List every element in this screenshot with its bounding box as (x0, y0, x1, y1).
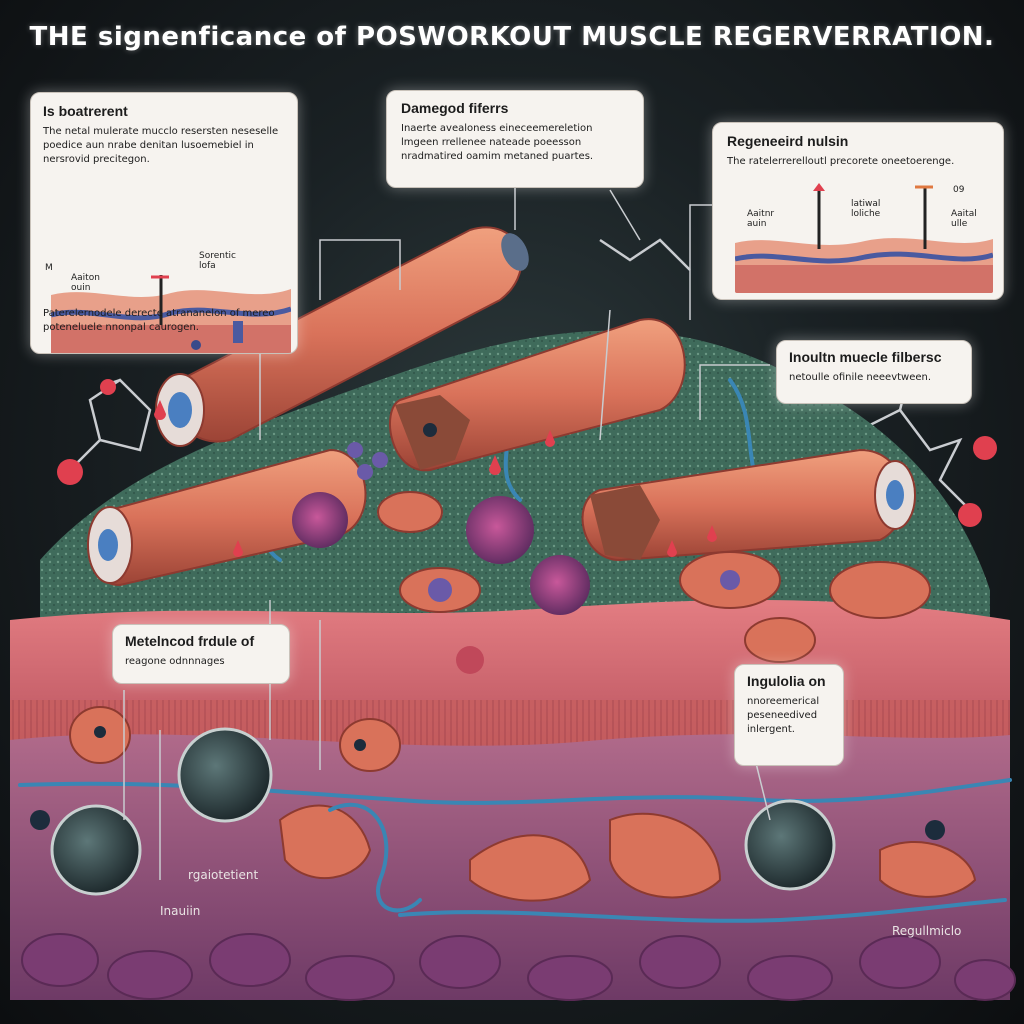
regulation-label: rgaiotetient (188, 868, 259, 882)
callout-title: Regeneeird nulsin (727, 133, 849, 149)
callout-body: reagone odnnnages (125, 656, 225, 667)
callout-footer: Paterelernodele derecte atrananelon of m… (43, 308, 275, 333)
tissue-mini-diagram (735, 229, 993, 293)
damaged-muscle-fiber (389, 318, 686, 472)
mini-label: Aaiton ouin (71, 273, 100, 293)
indicator-marks (813, 183, 933, 249)
page-title: THE signenficance of POSWORKOUT MUSCLE R… (29, 22, 995, 52)
callout-insulin-muscle-fibers: Inoultn muecle filbersc netoulle ofinile… (776, 340, 972, 404)
tissue-mini-diagram (51, 275, 291, 353)
callout-title: Damegod fiferrs (401, 100, 509, 116)
mini-label: Sorentic lofa (199, 251, 236, 271)
callout-body: The ratelerrerelloutl precorete oneetoer… (727, 156, 955, 167)
mini-label: Aaital ulle (951, 209, 977, 229)
callout-body: The netal mulerate mucclo resersten nese… (43, 126, 279, 165)
mini-label: latiwal loliche (851, 199, 881, 219)
callout-metabolic-role: Metelncod frdule of reagone odnnnages (112, 624, 290, 684)
callout-body: Inaerte avealoness eineceemereletion lmg… (401, 123, 594, 162)
damaged-muscle-fiber (581, 448, 916, 562)
muscle-fiber (87, 448, 367, 587)
mini-label: M (45, 263, 53, 273)
mini-label: Aaitnr auin (747, 209, 775, 229)
callout-title: Ingulolia on (747, 673, 826, 689)
callout-title: Is boatrerent (43, 103, 128, 119)
satellite-cell-icon (50, 727, 836, 896)
callout-title: Inoultn muecle filbersc (789, 349, 942, 365)
callout-regenerated-muscle: Regeneeird nulsin The ratelerrerelloutl … (712, 122, 1004, 300)
callout-insulin-regulation: Ingulolia on nnoreemerical peseneedived … (734, 664, 844, 766)
mini-label: 09 (953, 185, 965, 195)
callout-body: netoulle ofinile neeevtween. (789, 372, 932, 383)
regeneration-label: Regullmiclo (892, 924, 962, 938)
satellite-cell-icon (292, 492, 590, 674)
callout-damaged-fibers: Damegod fiferrs Inaerte avealoness einec… (386, 90, 644, 188)
callout-body: nnoreemerical peseneedived inlergent. (747, 696, 820, 735)
insulin-label: Inauiin (160, 904, 201, 918)
callout-blood-treatment: Is boatrerent The netal mulerate mucclo … (30, 92, 298, 354)
callout-title: Metelncod frdule of (125, 633, 255, 649)
